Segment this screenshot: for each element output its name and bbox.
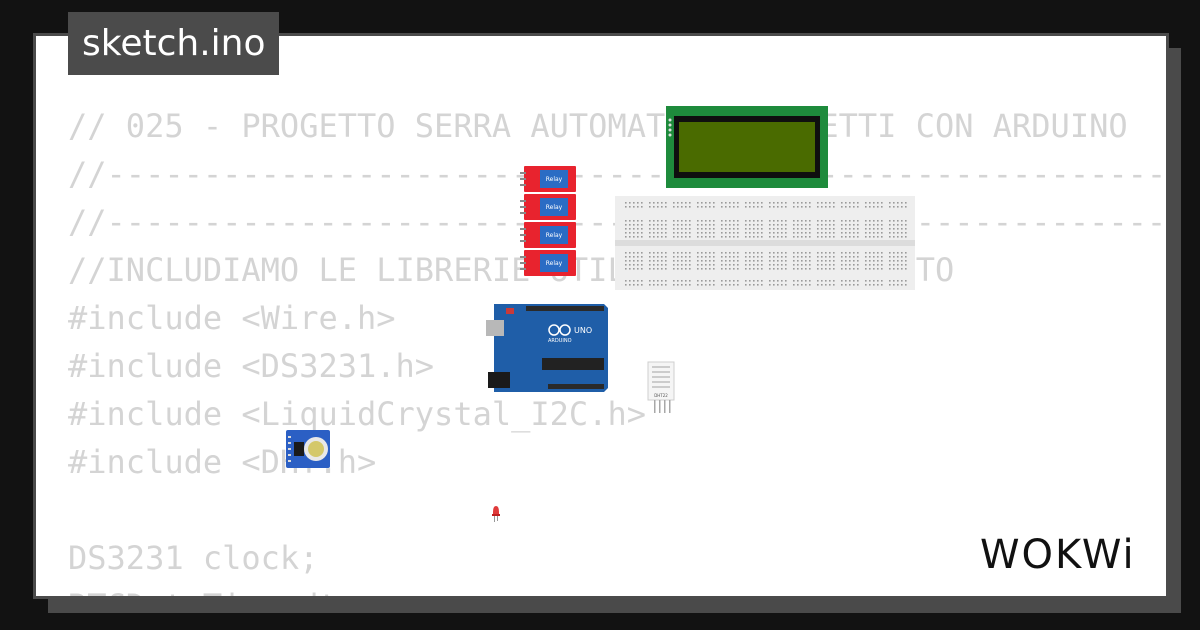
file-tab[interactable]: sketch.ino xyxy=(68,12,280,75)
code-line: #include <DS3231.h> xyxy=(68,347,435,385)
breadboard[interactable] xyxy=(615,196,915,290)
arduino-uno[interactable]: UNO ARDUINO xyxy=(486,302,610,394)
dht22-sensor[interactable]: DHT22 xyxy=(646,360,676,414)
dht22-label: DHT22 xyxy=(654,393,668,398)
relay-label: Relay xyxy=(546,176,563,183)
lcd-display[interactable] xyxy=(666,106,828,188)
relay-module-3[interactable]: Relay xyxy=(520,222,578,248)
relay-label: Relay xyxy=(546,260,563,267)
code-line: #include <DHT.h> xyxy=(68,443,377,481)
wokwi-logo-text: WOKWi xyxy=(980,532,1136,578)
led[interactable] xyxy=(491,504,501,522)
code-editor[interactable]: // 025 - PROGETTO SERRA AUTOMATICA PROGE… xyxy=(68,102,1169,596)
code-line: RTCDateTime dt; xyxy=(68,582,1166,596)
arduino-name-label: ARDUINO xyxy=(548,338,572,344)
relay-label: Relay xyxy=(546,204,563,211)
rtc-module[interactable] xyxy=(286,430,330,470)
arduino-uno-label: UNO xyxy=(574,326,592,335)
code-line: DS3231 clock; xyxy=(68,539,319,577)
code-line: //--------------------------------------… xyxy=(68,155,1169,193)
code-line: #include <LiquidCrystal_I2C.h> xyxy=(68,395,646,433)
code-line xyxy=(68,486,1166,534)
code-line: #include <Wire.h> xyxy=(68,299,396,337)
relay-label: Relay xyxy=(546,232,563,239)
wokwi-logo: WOKWi xyxy=(980,532,1136,578)
relay-module-1[interactable]: Relay xyxy=(520,166,578,192)
relay-module-4[interactable]: Relay xyxy=(520,250,578,276)
relay-module-2[interactable]: Relay xyxy=(520,194,578,220)
code-line: // 025 - PROGETTO SERRA AUTOMATICA PROGE… xyxy=(68,107,1128,145)
